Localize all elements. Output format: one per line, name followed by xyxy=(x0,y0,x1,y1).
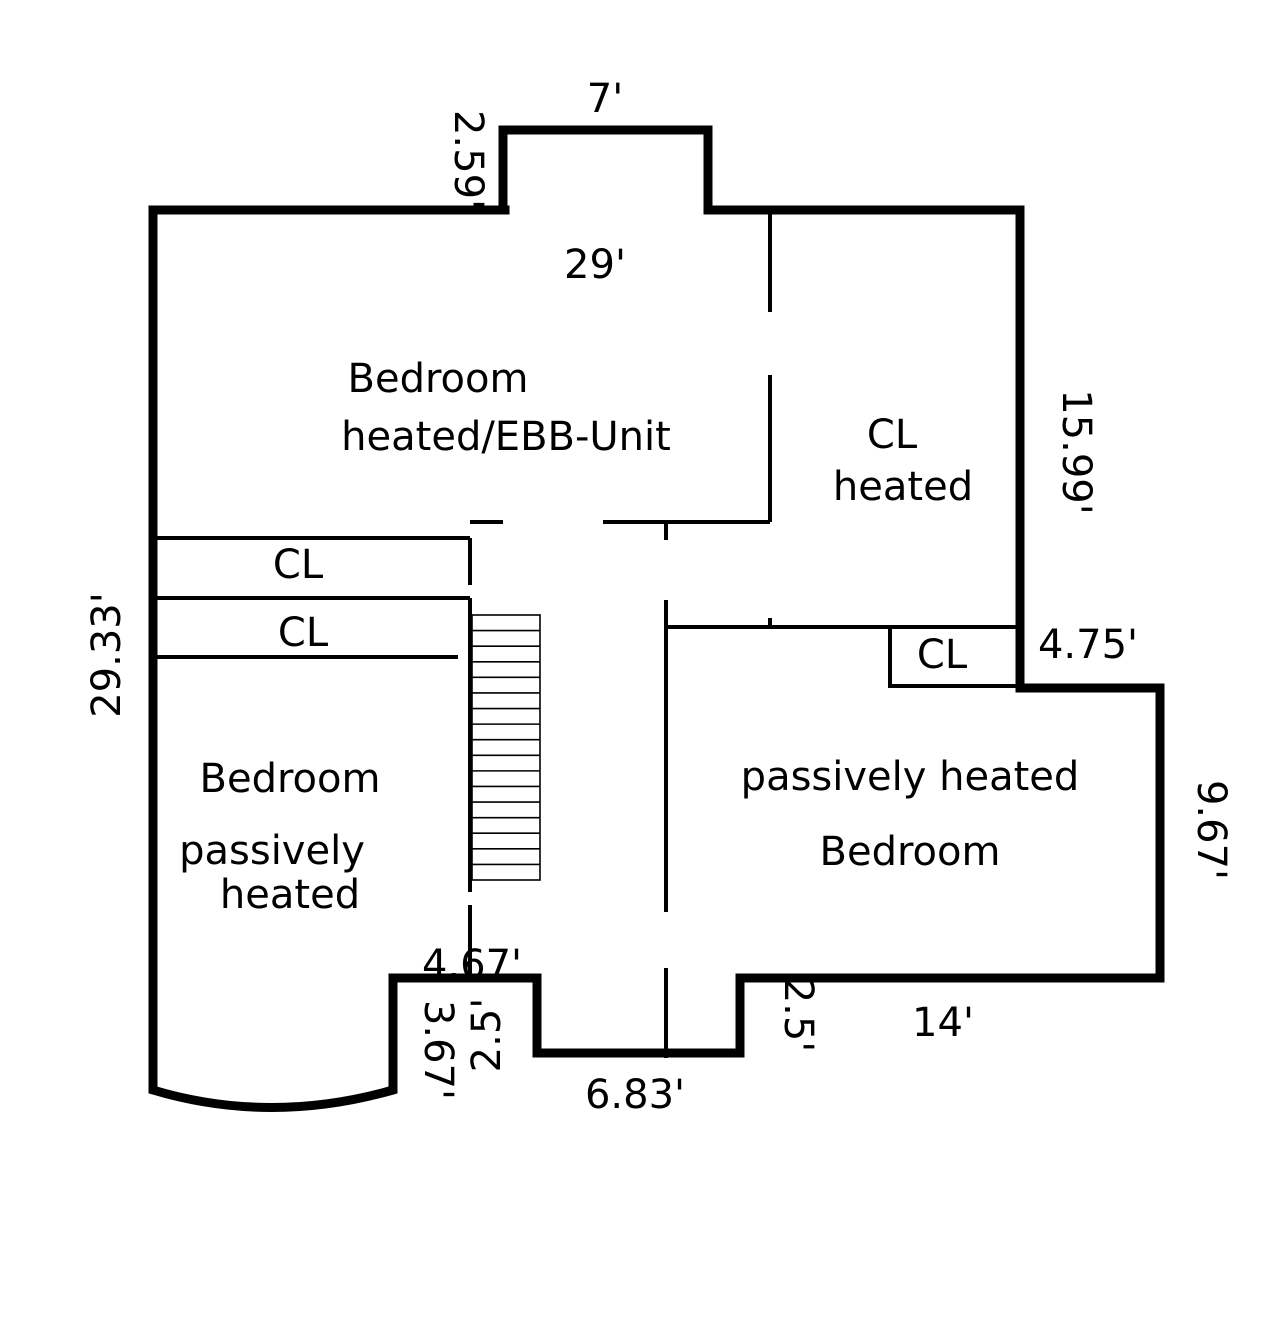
dim-bottom-right-width: 14' xyxy=(912,1000,974,1046)
right-bedroom-name: Bedroom xyxy=(820,829,1001,875)
exterior-wall-outline xyxy=(148,125,1165,1112)
top-bedroom-name: Bedroom xyxy=(348,356,529,402)
closet-middle-left-name: CL xyxy=(278,610,329,656)
closet-upper-left-name: CL xyxy=(273,542,324,588)
dim-bottom-bay-left-depth: 2.5' xyxy=(464,998,510,1073)
staircase xyxy=(471,614,541,881)
dim-right-lower-height: 9.67' xyxy=(1188,780,1234,880)
top-right-closet-name: CL xyxy=(867,412,918,458)
dim-bottom-left-notch: 3.67' xyxy=(415,1000,461,1100)
exterior-walls xyxy=(148,125,1165,1112)
staircase-outline xyxy=(471,614,541,881)
top-right-closet-note: heated xyxy=(833,464,973,510)
dim-bottom-step: 4.67' xyxy=(422,942,522,988)
left-bedroom-name: Bedroom xyxy=(200,756,381,802)
dim-bay-top-depth: 2.59' xyxy=(445,110,491,210)
room-labels: Bedroom heated/EBB-Unit CL heated CL CL … xyxy=(179,356,1079,918)
top-bedroom-note: heated/EBB-Unit xyxy=(341,414,671,460)
left-bedroom-note-line1: passively xyxy=(179,828,365,874)
dim-right-step: 4.75' xyxy=(1038,622,1138,668)
closet-small-right-name: CL xyxy=(917,632,968,678)
dim-top-span: 29' xyxy=(564,242,626,288)
interior-walls xyxy=(155,212,1020,1058)
dimension-labels: 7' 2.59' 29' 15.99' 29.33' 4.75' 9.67' 1… xyxy=(84,76,1234,1118)
dim-bay-top-width: 7' xyxy=(587,76,623,122)
right-bedroom-note: passively heated xyxy=(741,754,1080,800)
dim-bottom-bay-width: 6.83' xyxy=(585,1072,685,1118)
dim-bottom-bay-right-depth: 2.5' xyxy=(775,978,821,1053)
left-bedroom-note-line2: heated xyxy=(220,872,360,918)
dim-right-upper-height: 15.99' xyxy=(1053,389,1099,515)
dim-left-height: 29.33' xyxy=(84,592,130,718)
